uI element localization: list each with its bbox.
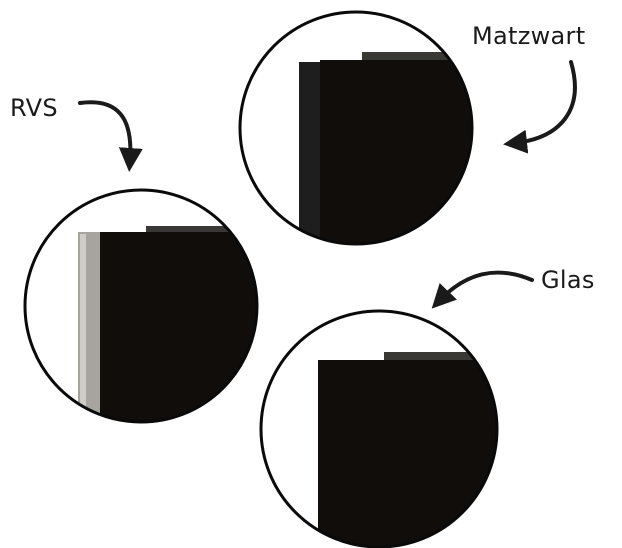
- glas-circle-outline: [259, 309, 499, 548]
- glas-label: Glas: [541, 266, 595, 294]
- matzwart-label: Matzwart: [472, 22, 586, 50]
- glas-detail-view: [259, 309, 499, 548]
- rvs-panel: [100, 232, 257, 422]
- rvs-circle-outline: [23, 188, 259, 424]
- rvs-edge-highlight: [80, 234, 86, 422]
- matzwart-top-strip: [362, 52, 472, 62]
- rvs-detail-view: [23, 188, 259, 424]
- glas-panel: [318, 360, 497, 547]
- curved-arrow-icon: [78, 100, 143, 172]
- glas-top-strip: [384, 352, 497, 362]
- matzwart-detail-view: [238, 10, 474, 246]
- rvs-top-strip: [146, 226, 257, 236]
- curved-arrow-icon: [503, 60, 577, 154]
- matzwart-edge-profile: [299, 62, 323, 244]
- rvs-label: RVS: [10, 94, 58, 122]
- curved-arrow-icon: [431, 270, 534, 309]
- matzwart-circle-outline: [238, 10, 474, 246]
